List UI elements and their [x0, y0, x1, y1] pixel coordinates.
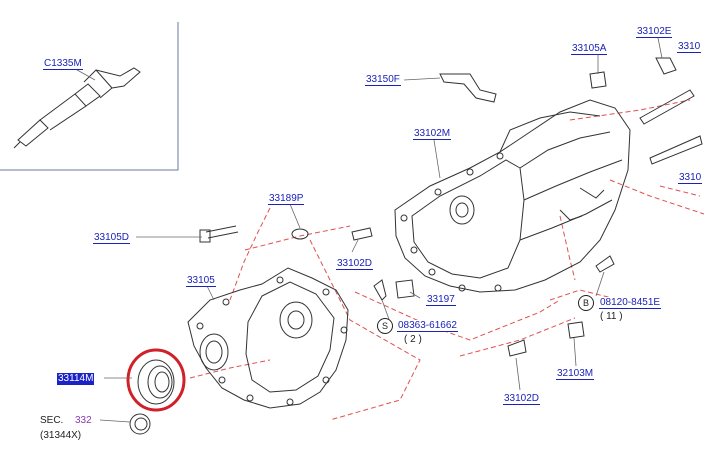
- symbol-s-circle: S: [377, 318, 393, 334]
- part-label-33105a[interactable]: 33105A: [571, 43, 608, 55]
- part-label-33102e[interactable]: 33102E: [636, 26, 673, 38]
- part-label-08120-8451e[interactable]: 08120-8451E: [599, 297, 662, 309]
- part-label-33102m[interactable]: 33102M: [413, 128, 452, 140]
- part-label-33114m[interactable]: 33114M: [57, 373, 95, 385]
- part-label-08363-61662[interactable]: 08363-61662: [397, 320, 458, 332]
- part-label-32103m[interactable]: 32103M: [556, 368, 595, 380]
- dust-seal-drawing: [129, 413, 151, 435]
- part-label-3310-top[interactable]: 3310: [677, 41, 702, 53]
- grease-applicator-drawing: [13, 67, 141, 149]
- oil-seal-drawing: [137, 359, 175, 405]
- assembly-dashed-lines: [189, 99, 704, 421]
- small-parts-drawing: [199, 57, 703, 357]
- highlight-circle: [126, 348, 186, 412]
- section-ref-prefix: SEC.: [40, 415, 64, 426]
- quantity-08120: ( 11 ): [600, 311, 623, 322]
- part-label-33102d-bottom[interactable]: 33102D: [503, 393, 541, 405]
- leader-lines: [99, 37, 663, 423]
- quantity-08363: ( 2 ): [404, 334, 422, 345]
- section-ref-link[interactable]: 332: [75, 415, 92, 426]
- inset-frame: [0, 22, 179, 171]
- part-label-33189p[interactable]: 33189P: [268, 193, 305, 205]
- symbol-b-circle: B: [578, 295, 594, 311]
- part-label-3310-right[interactable]: 3310: [678, 172, 703, 184]
- part-label-33150f[interactable]: 33150F: [365, 74, 401, 86]
- part-label-33197[interactable]: 33197: [426, 294, 456, 306]
- part-label-33105d[interactable]: 33105D: [93, 232, 131, 244]
- extension-housing-drawing: [187, 267, 349, 409]
- part-label-c1335m[interactable]: C1335M: [43, 58, 83, 70]
- section-ref-code: (31344X): [40, 430, 82, 441]
- transmission-case-drawing: [394, 99, 631, 293]
- part-label-33105[interactable]: 33105: [186, 275, 216, 287]
- part-label-33102d-left[interactable]: 33102D: [336, 258, 374, 270]
